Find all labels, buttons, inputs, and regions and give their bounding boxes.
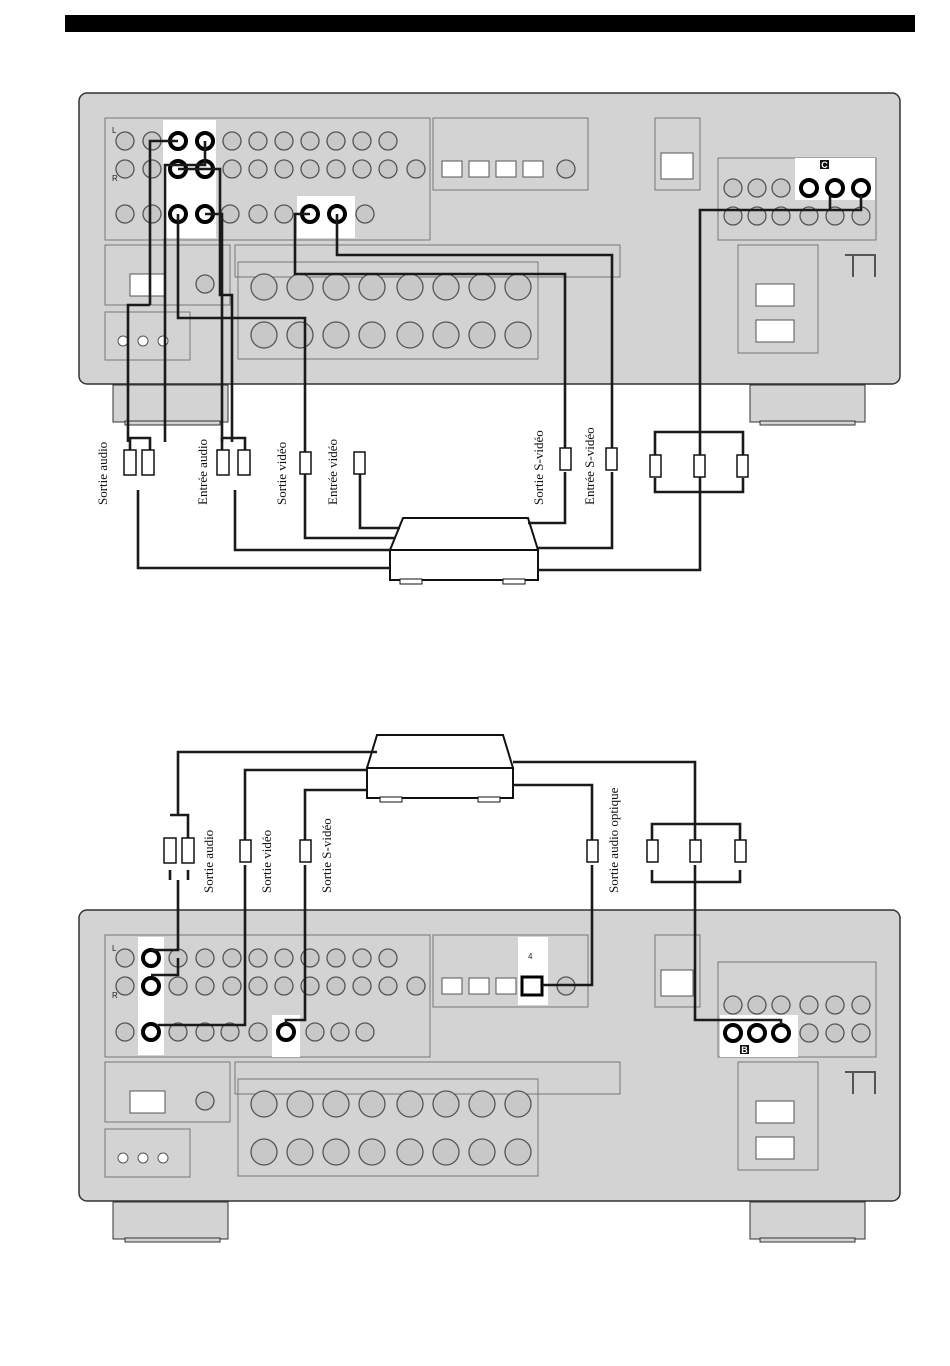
jack-left-marker: L [112, 126, 117, 135]
optical-jack [522, 977, 542, 995]
top-label-video-out: Sortie vidéo [274, 442, 289, 505]
component-block-marker: C [821, 160, 828, 170]
top-external-device [390, 518, 538, 584]
bottom-external-device [367, 735, 513, 802]
header-bar [65, 15, 915, 32]
top-label-audio-out: Sortie audio [95, 442, 110, 505]
receiver-foot [113, 1202, 228, 1239]
top-label-video-in: Entrée vidéo [325, 439, 340, 505]
bottom-label-audio-out: Sortie audio [201, 830, 216, 893]
jack-right-marker: R [112, 174, 118, 183]
receiver-foot [750, 1202, 865, 1239]
top-receiver-panel: C L R [79, 93, 900, 425]
receiver-foot [750, 385, 865, 422]
optical-jack-marker: 4 [528, 952, 533, 961]
bottom-label-video-out: Sortie vidéo [259, 830, 274, 893]
component-block-marker: B [741, 1045, 748, 1055]
bottom-label-svideo-out: Sortie S-vidéo [319, 818, 334, 893]
bottom-receiver-panel: B 4 L R [79, 910, 900, 1242]
jack-right-marker: R [112, 991, 118, 1000]
top-label-svideo-in: Entrée S-vidéo [582, 427, 597, 505]
receiver-foot [113, 385, 228, 422]
bottom-label-optical-out: Sortie audio optique [606, 787, 621, 893]
bottom-plugs [164, 838, 746, 863]
top-label-audio-in: Entrée audio [195, 439, 210, 505]
top-label-svideo-out: Sortie S-vidéo [531, 430, 546, 505]
jack-left-marker: L [112, 944, 117, 953]
